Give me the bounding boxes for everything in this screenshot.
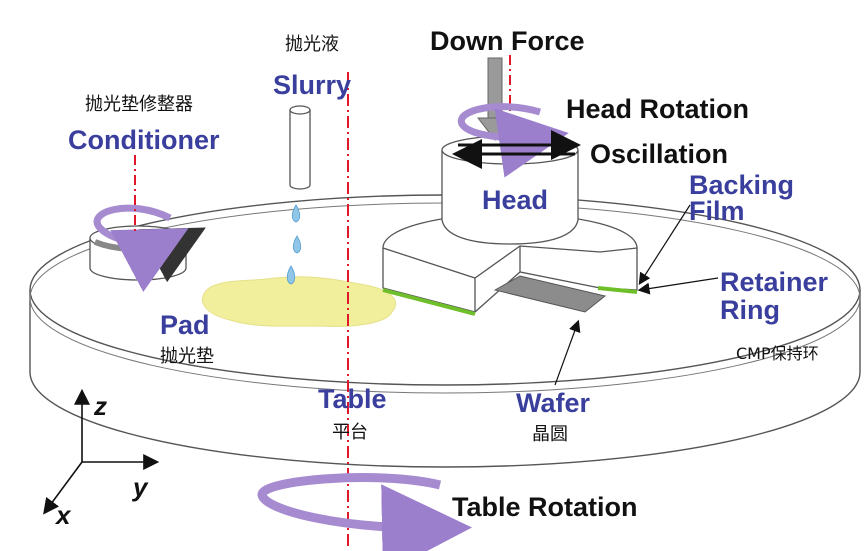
table-cn-label: 平台 bbox=[332, 422, 368, 443]
axis-z-label: z bbox=[94, 391, 107, 421]
table-rotation-label: Table Rotation bbox=[452, 492, 638, 522]
conditioner-rotation-arrow-icon bbox=[93, 204, 189, 292]
axis-x-label: x bbox=[56, 500, 71, 530]
oscillation-arrow-icon bbox=[452, 130, 581, 169]
backing-film-label: Backing Film bbox=[689, 170, 795, 226]
retainer-ring-pointer bbox=[637, 277, 719, 295]
head-rotation-arrow-icon bbox=[457, 103, 569, 178]
table-rotation-arrow-icon bbox=[257, 473, 472, 551]
conditioner-label: Conditioner bbox=[68, 125, 220, 155]
retainer-ring-cn-label: CMP保持环 bbox=[736, 344, 819, 363]
table-label: Table bbox=[318, 384, 387, 414]
conditioner-cn-label: 抛光垫修整器 bbox=[85, 94, 193, 115]
head-label: Head bbox=[482, 185, 549, 215]
pad-cn-label: 抛光垫 bbox=[160, 346, 214, 367]
down-force-label: Down Force bbox=[430, 26, 585, 56]
slurry-droplet-icon bbox=[286, 265, 296, 285]
wafer-cn-label: 晶圆 bbox=[532, 424, 568, 445]
coordinate-axes bbox=[43, 388, 160, 515]
backing-film-pointer bbox=[638, 204, 691, 286]
down-force-arrow-icon bbox=[476, 57, 514, 141]
axis-y-label: y bbox=[133, 472, 148, 502]
oscillation-label: Oscillation bbox=[590, 139, 729, 169]
head-rotation-label: Head Rotation bbox=[566, 94, 750, 124]
wafer-pointer bbox=[554, 319, 581, 386]
pad-label: Pad bbox=[160, 310, 210, 340]
slurry-nozzle bbox=[289, 105, 311, 190]
carrier-ring bbox=[382, 213, 638, 316]
wafer bbox=[493, 275, 607, 313]
wafer-label: Wafer bbox=[516, 388, 591, 418]
retainer-ring-label: Retainer Ring bbox=[720, 267, 829, 325]
slurry-droplet-icon bbox=[291, 204, 301, 223]
slurry-cn-label: 抛光液 bbox=[285, 34, 339, 55]
slurry-droplet-icon bbox=[292, 235, 302, 254]
slurry-label: Slurry bbox=[273, 70, 352, 100]
